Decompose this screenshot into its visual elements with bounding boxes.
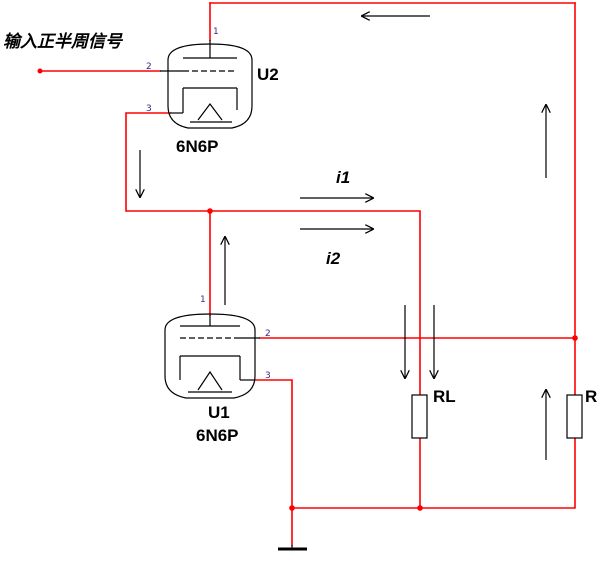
junction-dot-icon — [417, 505, 423, 511]
u2-model-label: 6N6P — [176, 137, 219, 156]
u2-ref-label: U2 — [257, 65, 279, 84]
current-i1-label: i1 — [336, 168, 350, 187]
u1-pin1-label: 1 — [200, 295, 206, 305]
input-signal-label: 输入正半周信号 — [3, 32, 124, 52]
vacuum-tube-triode-icon — [160, 40, 253, 129]
wire-u1-cathode — [254, 379, 293, 546]
junction-dot-icon — [207, 208, 213, 214]
junction-dot-icon — [37, 68, 43, 74]
junction-dot-icon — [289, 505, 295, 511]
u1-pin3-label: 3 — [265, 371, 271, 381]
vacuum-tube-triode-icon — [164, 313, 260, 399]
u1-model-label: 6N6P — [196, 426, 239, 445]
u1-pin2-label: 2 — [265, 329, 271, 339]
u2-pin2-label: 2 — [146, 62, 152, 72]
u2-pin1-label: 1 — [213, 27, 219, 37]
junction-dot-icon — [572, 335, 578, 341]
junction-dots — [37, 68, 578, 511]
wire-u2-cathode — [125, 112, 421, 396]
current-arrows — [140, 16, 546, 460]
u1-ref-label: U1 — [208, 403, 230, 422]
resistor-icon — [566, 394, 583, 439]
resistor-icon — [411, 394, 428, 439]
resistor-rl-label: RL — [433, 387, 456, 406]
current-i2-label: i2 — [326, 249, 341, 268]
resistor-r-label: R — [585, 387, 597, 406]
u2-pin3-label: 3 — [146, 104, 152, 114]
ground-icon — [278, 545, 307, 551]
circuit-wires — [39, 2, 576, 546]
wire-bottom-rail — [291, 437, 576, 509]
